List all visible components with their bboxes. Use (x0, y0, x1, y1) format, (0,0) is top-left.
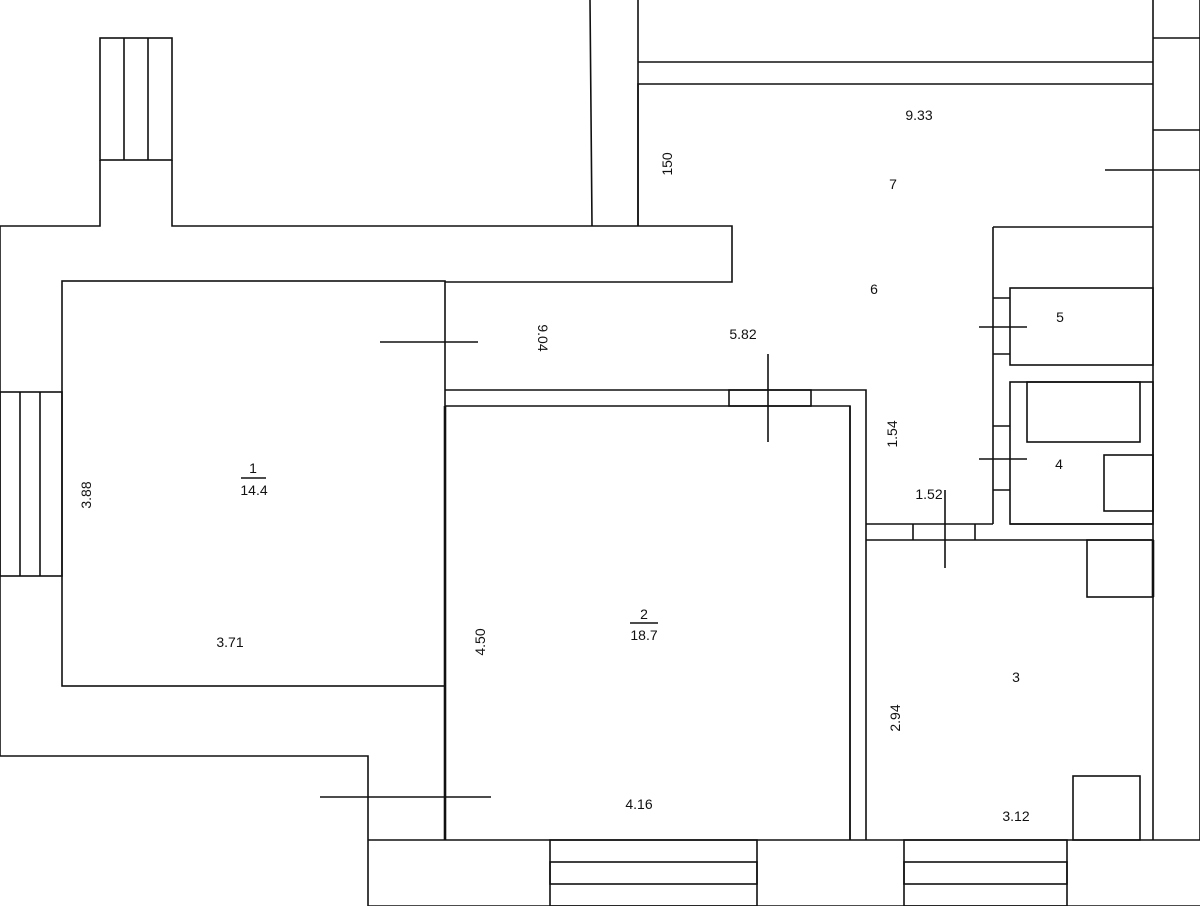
dim-room1-height: 3.88 (78, 481, 94, 508)
room-4-number: 4 (1055, 456, 1063, 472)
room-3-fixture-top (1086, 539, 1154, 598)
room-3-fixture-bottom (1072, 775, 1141, 841)
window-bottom-right (903, 839, 1068, 906)
dim-room3-height: 2.94 (887, 704, 903, 731)
dim-room2-width: 4.16 (625, 796, 652, 812)
room-5-outline (979, 287, 1154, 366)
dim-room3-width: 3.12 (1002, 808, 1029, 824)
dim-corridor-small: 1.54 (884, 420, 900, 447)
room-4-outline (979, 381, 1154, 525)
entrance-steps-top (99, 37, 173, 161)
window-bottom-left (549, 839, 758, 906)
window-left (0, 391, 63, 577)
room-1-number: 1 (249, 460, 257, 476)
dim-room2-height: 4.50 (472, 628, 488, 655)
dim-hall-depth: 150 (659, 152, 675, 176)
room-6-number: 6 (870, 281, 878, 297)
dim-hall-length: 9.33 (905, 107, 932, 123)
room-1-area: 14.4 (240, 482, 267, 498)
room-2-number: 2 (640, 606, 648, 622)
room-2-area: 18.7 (630, 627, 657, 643)
corridor-wall (445, 389, 867, 840)
bathroom-block (992, 226, 1153, 525)
room-5-number: 5 (1056, 309, 1064, 325)
dim-door-width: 1.52 (915, 486, 942, 502)
dim-corridor-length: 9.04 (535, 324, 551, 351)
room-3-outline (866, 523, 1153, 541)
door-room-2 (728, 354, 812, 442)
dim-room1-width: 3.71 (216, 634, 243, 650)
room-3-number: 3 (1012, 669, 1020, 685)
dim-corridor-width: 5.82 (729, 326, 756, 342)
door-room-3 (912, 490, 976, 568)
room-7-number: 7 (889, 176, 897, 192)
